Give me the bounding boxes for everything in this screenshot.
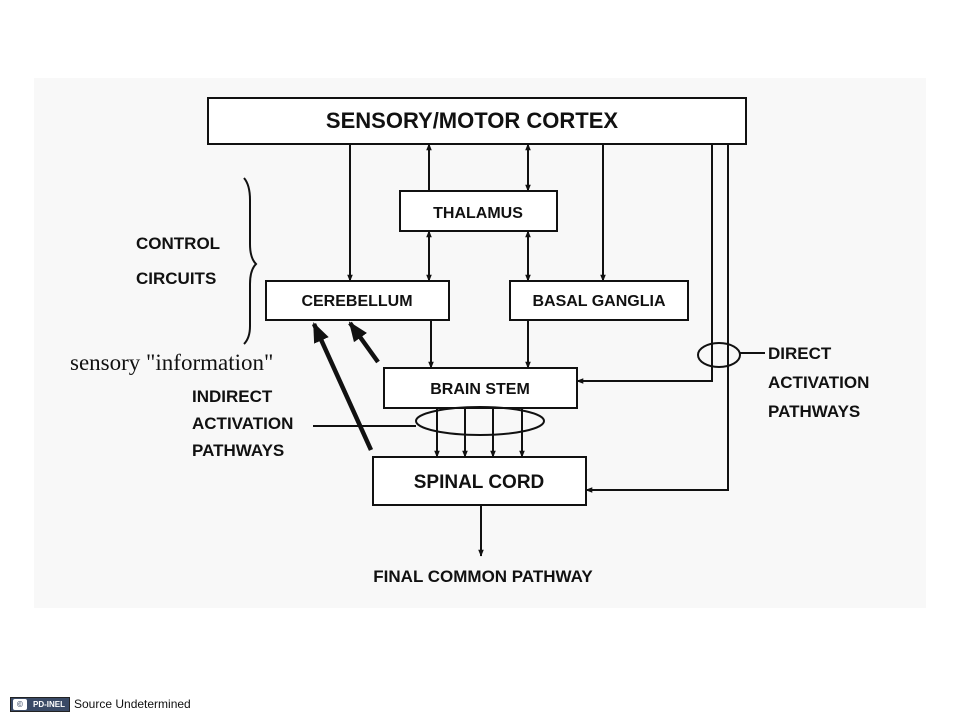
cc-icon: ©	[13, 698, 27, 710]
direct-label-line1: DIRECT	[768, 344, 832, 363]
basal-ganglia-box	[509, 280, 689, 321]
control-label-line1: CONTROL	[136, 234, 220, 253]
cerebellum-label: CEREBELLUM	[301, 293, 412, 310]
direct-label-line2: ACTIVATION	[768, 373, 869, 392]
spinal-cord-label: SPINAL CORD	[414, 472, 545, 493]
spinal-cord-box	[372, 456, 587, 506]
direct-pathway-to-spinal-cord	[585, 144, 729, 493]
license-badge-text: PD-INEL	[33, 699, 65, 709]
diagram-panel: SENSORY/MOTOR CORTEX THALAMUS CEREBELLUM…	[34, 78, 926, 608]
cortex-label: SENSORY/MOTOR CORTEX	[326, 108, 618, 133]
thalamus-box	[399, 190, 558, 232]
sensory-arrow-long	[311, 322, 374, 451]
source-text: Source Undetermined	[74, 697, 191, 711]
basal-ganglia-label: BASAL GANGLIA	[532, 293, 665, 310]
footer: © PD-INEL Source Undetermined	[10, 696, 191, 712]
indirect-label-line1: INDIRECT	[192, 387, 273, 406]
indirect-label-line2: ACTIVATION	[192, 414, 293, 433]
brain-stem-label: BRAIN STEM	[430, 381, 530, 398]
control-circuits-brace	[243, 177, 258, 345]
sensory-arrow-short	[348, 321, 380, 364]
final-common-pathway-label: FINAL COMMON PATHWAY	[373, 567, 593, 586]
direct-pathway-to-brain-stem	[576, 144, 713, 384]
direct-label-line3: PATHWAYS	[768, 402, 860, 421]
thalamus-label: THALAMUS	[433, 205, 523, 222]
direct-pathways-loop	[697, 342, 741, 368]
cortex-box	[207, 97, 747, 145]
indirect-label-line3: PATHWAYS	[192, 441, 284, 460]
control-label-line2: CIRCUITS	[136, 269, 216, 288]
license-badge[interactable]: © PD-INEL	[10, 696, 70, 712]
indirect-pathways-loop	[415, 406, 545, 436]
motor-control-diagram: SENSORY/MOTOR CORTEX THALAMUS CEREBELLUM…	[70, 97, 869, 586]
cerebellum-box	[265, 280, 450, 321]
sensory-information-label: sensory "information"	[70, 350, 273, 375]
